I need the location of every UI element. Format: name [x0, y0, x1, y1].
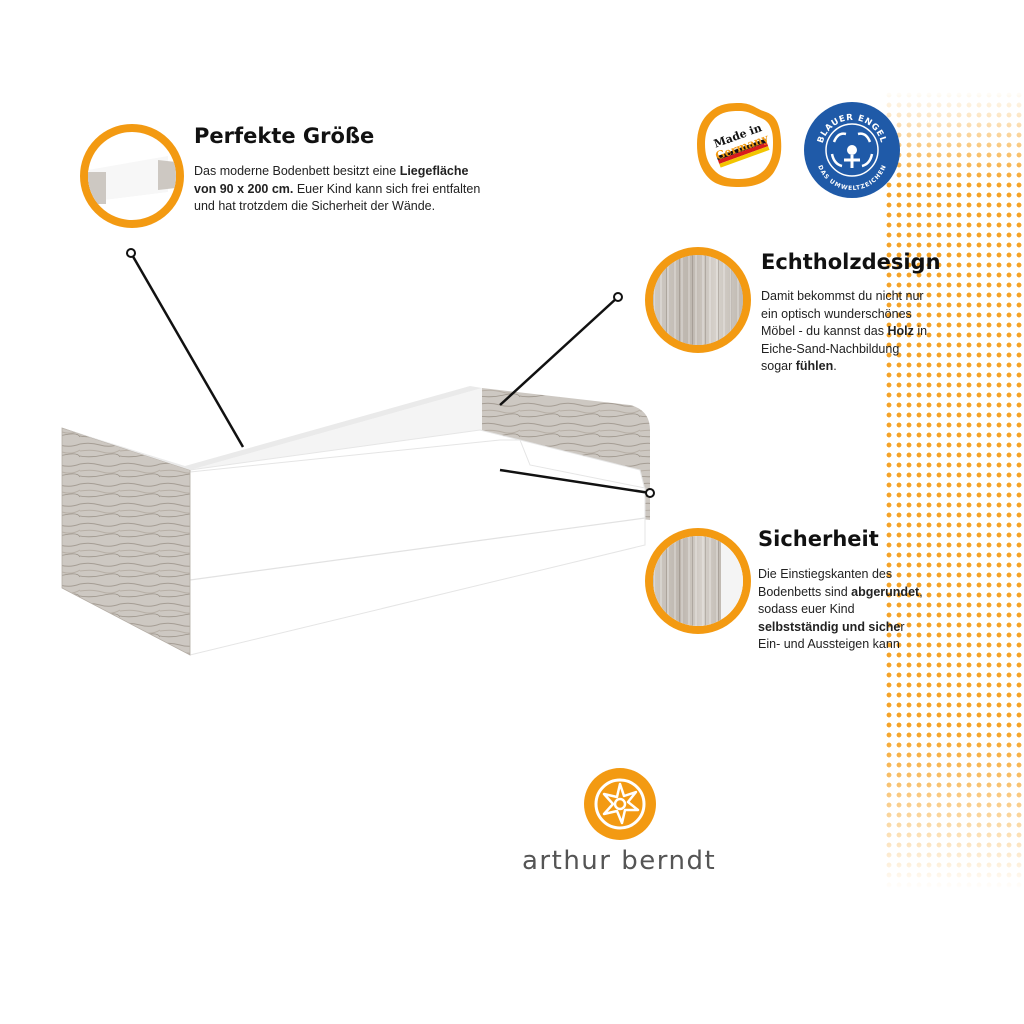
wood-bold-text: fühlen [795, 359, 834, 373]
svg-text:DAS UMWELTZEICHEN: DAS UMWELTZEICHEN [816, 164, 888, 192]
connector-dot-wood [613, 292, 623, 302]
made-in-germany-badge-shape [697, 103, 782, 187]
safety-text: Die Einstiegskanten des [758, 567, 893, 581]
size-text: Euer Kind kann sich frei entfalten [293, 181, 481, 196]
safety-text: sodass euer Kind [758, 602, 855, 616]
wood-heading: Echtholzdesign [761, 250, 941, 274]
wood-text: Damit bekommst du nicht nur [761, 289, 924, 303]
blauer-engel-badge: BLAUER ENGEL DAS UMWELTZEICHEN [804, 102, 900, 198]
brand-name: arthur berndt [522, 846, 717, 876]
wood-text: Möbel - du kannst das [761, 324, 888, 338]
size-description: Das moderne Bodenbett besitzt eine Liege… [194, 163, 524, 216]
safety-description: Die Einstiegskanten des Bodenbetts sind … [758, 566, 988, 654]
size-text: Das moderne Bodenbett besitzt eine [194, 164, 400, 178]
connector-line-wood [499, 296, 619, 406]
safety-text: r [900, 619, 905, 634]
blauer-engel-top-text: BLAUER ENGEL [816, 113, 887, 145]
halftone-dots-decoration [884, 90, 1024, 890]
bed-front-panel [189, 439, 646, 656]
brand-logo-icon [584, 768, 656, 840]
made-in-germany-badge: Made in Germany [694, 100, 784, 190]
connector-dot-safety [645, 488, 655, 498]
safety-text: Ein- und Aussteigen kann [758, 637, 900, 651]
safety-callout-image [645, 528, 751, 634]
safety-bold-text: abgerundet [851, 584, 920, 599]
wood-callout-image [645, 247, 751, 353]
angel-icon [847, 145, 857, 155]
wood-text: Eiche-Sand-Nachbildung [761, 341, 900, 356]
safety-bold-text: selbstständig und siche [758, 619, 901, 634]
size-heading: Perfekte Größe [194, 124, 375, 148]
wood-text: in [913, 324, 928, 338]
wood-text: . [833, 359, 837, 373]
connector-dot-size [126, 248, 136, 258]
wood-text: ein optisch wunderschönes [761, 306, 912, 321]
blauer-engel-ring-text: BLAUER ENGEL DAS UMWELTZEICHEN [816, 113, 888, 192]
wood-description: Damit bekommst du nicht nur ein optisch … [761, 288, 981, 376]
wood-text: sogar [761, 359, 796, 373]
size-bold-dimensions: von 90 x 200 cm. [194, 181, 294, 196]
safety-text: , [919, 584, 923, 599]
safety-heading: Sicherheit [758, 527, 879, 551]
safety-text: Bodenbetts sind [758, 584, 852, 599]
size-callout-image [80, 124, 184, 228]
connector-line-safety [499, 468, 651, 495]
size-text: und hat trotzdem die Sicherheit der Wänd… [194, 199, 436, 213]
bed-left-panel [61, 427, 191, 656]
blauer-engel-bottom-text: DAS UMWELTZEICHEN [816, 164, 887, 192]
size-bold-text: Liegefläche [399, 164, 469, 178]
svg-text:BLAUER ENGEL: BLAUER ENGEL [816, 113, 888, 145]
connector-line-size [129, 252, 245, 448]
wood-bold-text: Holz [887, 324, 914, 338]
